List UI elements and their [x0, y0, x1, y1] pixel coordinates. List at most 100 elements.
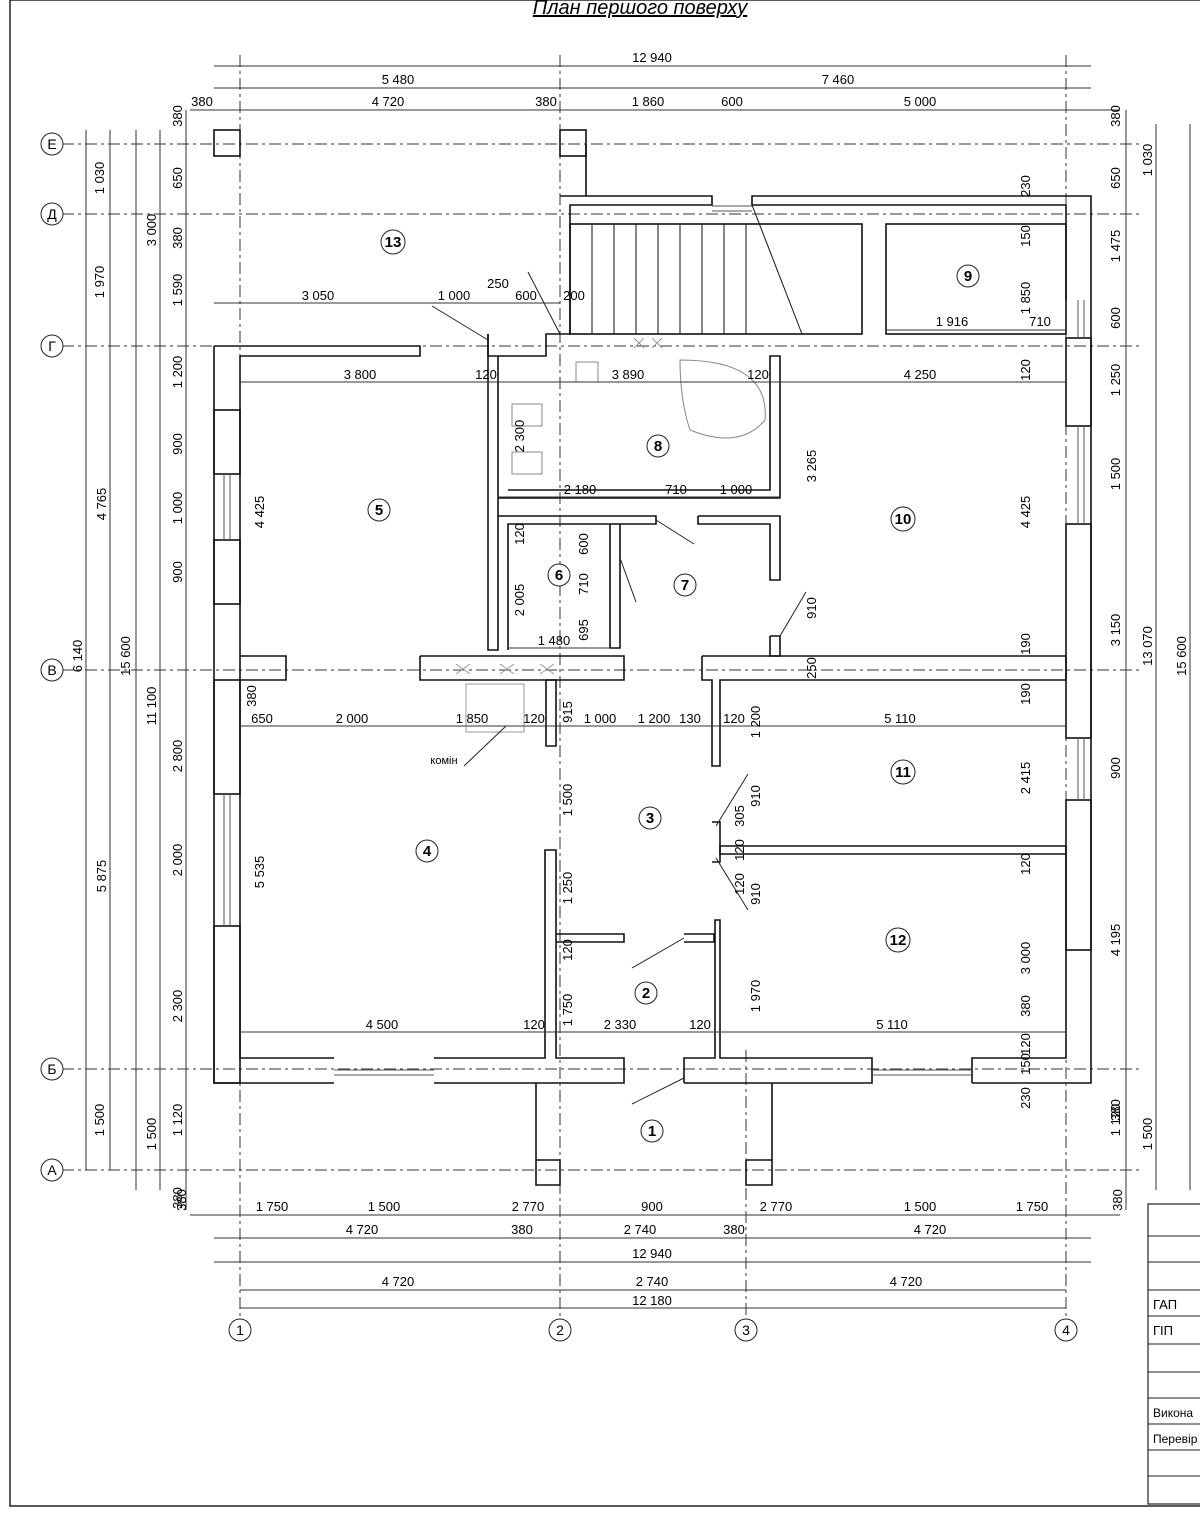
dim-left-c5-12: 1 120: [170, 1104, 185, 1137]
room-marker-3: 3: [638, 806, 662, 830]
dim-inner-56: 120: [1018, 1033, 1033, 1055]
axis-bubble-1: 1: [228, 1318, 252, 1342]
room-marker-1: 1: [640, 1119, 664, 1143]
dim-left-mid-0: 4 765: [94, 488, 109, 521]
dim-inner-38: 1 200: [638, 711, 671, 726]
dim-bot-r4-2: 4 720: [890, 1274, 923, 1289]
dim-top-r3-0: 380: [191, 94, 213, 109]
dim-inner-40: 120: [723, 711, 745, 726]
left-dimensions: 15 600 4 765 6 140 5 875 1 030 1 970 1 5…: [70, 105, 259, 1209]
dim-bot-r1-1: 1 500: [368, 1199, 401, 1214]
dim-right-c1-7: 3 150: [1108, 614, 1123, 647]
dim-inner-2: 250: [487, 276, 509, 291]
wall-pier-2: [213, 539, 241, 605]
porch-column-left: [535, 1083, 561, 1186]
room-marker-13: 13: [380, 229, 406, 255]
dim-top-r3-1: 4 720: [372, 94, 405, 109]
dim-left-c3-2: 1 500: [92, 1104, 107, 1137]
dim-left-c5-11: 2 300: [170, 990, 185, 1023]
dim-bot-r4-1: 2 740: [636, 1274, 669, 1289]
dim-inner-11: 120: [475, 367, 497, 382]
wall-pier-1: [213, 409, 241, 475]
room-label-9: 9: [964, 268, 972, 285]
dim-right-c1-4: 600: [1108, 307, 1123, 329]
dim-right-c1-0: 380: [1108, 105, 1123, 127]
dim-left-mid-2: 5 875: [94, 860, 109, 893]
wall-room6-east: [609, 524, 621, 649]
axis-bubbles-numbers: 1 2 3 4: [228, 1318, 1078, 1342]
dim-inner-57: 1 970: [748, 980, 763, 1013]
room-label-5: 5: [375, 502, 383, 519]
axis-label-v: В: [47, 662, 56, 678]
room-label-12: 12: [890, 932, 907, 949]
dim-bot-left-380: 380: [174, 1189, 189, 1211]
dim-bot-right-380: 380: [1110, 1189, 1125, 1211]
dim-top-overall: 12 940: [632, 50, 672, 65]
dim-inner-18: 710: [665, 482, 687, 497]
dim-bot-r2-4: 4 720: [914, 1222, 947, 1237]
doors: [431, 271, 807, 1105]
room-marker-9: 9: [956, 264, 980, 288]
dim-inner-58: 1 750: [560, 994, 575, 1027]
wall-east-pier-3: [1065, 799, 1092, 951]
dim-inner-44: 1 500: [560, 784, 575, 817]
room-label-2: 2: [642, 985, 650, 1002]
wall-fireplace-stub: [545, 679, 557, 747]
dim-bot-r1-4: 2 770: [760, 1199, 793, 1214]
room-markers: 1 2 3 4 5 6 7 8 9 10 11 12 13: [367, 229, 980, 1143]
axis-label-1: 1: [236, 1322, 244, 1338]
axis-bubble-g: Г: [40, 334, 64, 358]
dim-inner-39: 130: [679, 711, 701, 726]
dim-left-c5-4: 1 200: [170, 356, 185, 389]
dim-left-c5-3: 1 590: [170, 274, 185, 307]
dim-right-c1-5: 1 250: [1108, 364, 1123, 397]
dim-inner-12: 3 890: [612, 367, 645, 382]
dim-left-c5-13: 380: [170, 1187, 185, 1209]
wall-stair-north: [487, 195, 713, 357]
room-9-walls: [885, 223, 1067, 335]
porch-column-right: [745, 1159, 773, 1186]
room-marker-10: 10: [890, 506, 916, 532]
sheet-frame: [9, 0, 1200, 1507]
dim-inner-62: 120: [689, 1017, 711, 1032]
dim-inner-17: 2 180: [564, 482, 597, 497]
dim-top-r3-4: 600: [721, 94, 743, 109]
axis-bubble-v: В: [40, 658, 64, 682]
wall-room2-north-right: [684, 933, 715, 943]
room-marker-6: 6: [547, 563, 571, 587]
dim-left-c5-9: 2 800: [170, 740, 185, 773]
wall-door-jamb-10: [769, 635, 781, 657]
axis-bubble-3: 3: [734, 1318, 758, 1342]
dim-right-c1-8: 900: [1108, 757, 1123, 779]
dim-inner-0: 3 050: [302, 288, 335, 303]
dim-top-right-block: 7 460: [822, 72, 855, 87]
dim-inner-49: 120: [732, 873, 747, 895]
terrace-column-right: [559, 129, 587, 157]
wall-room10-south: [701, 655, 1067, 767]
wall-room8-south: [498, 355, 781, 499]
axis-bubble-2: 2: [548, 1318, 572, 1342]
dimension-lines: [85, 65, 1191, 1309]
dim-right-c2: 13 070: [1140, 626, 1155, 666]
dim-inner-33: 2 000: [336, 711, 369, 726]
fireplace-fixture: [455, 337, 663, 733]
dim-inner-9: 230: [1018, 175, 1033, 197]
windows: [223, 205, 1085, 1076]
room-marker-2: 2: [634, 981, 658, 1005]
wall-room5-east: [487, 334, 499, 651]
dim-inner-19: 1 000: [720, 482, 753, 497]
dim-right-c1-3: 1 475: [1108, 230, 1123, 263]
dim-inner-43: 190: [1018, 683, 1033, 705]
dim-left-c4-0: 3 000: [144, 214, 159, 247]
axis-bubble-b: Б: [40, 1057, 64, 1081]
dim-bot-r1-5: 1 500: [904, 1199, 937, 1214]
dim-inner-21: 4 425: [252, 496, 267, 529]
room-label-10: 10: [895, 511, 912, 528]
dim-inner-47: 120: [732, 839, 747, 861]
axis-bubbles-letters: Е Д Г В Б А: [40, 132, 64, 1182]
dim-inner-23: 120: [512, 523, 527, 545]
dim-inner-24: 600: [576, 533, 591, 555]
room-label-11: 11: [895, 764, 911, 781]
dim-inner-10: 3 800: [344, 367, 377, 382]
